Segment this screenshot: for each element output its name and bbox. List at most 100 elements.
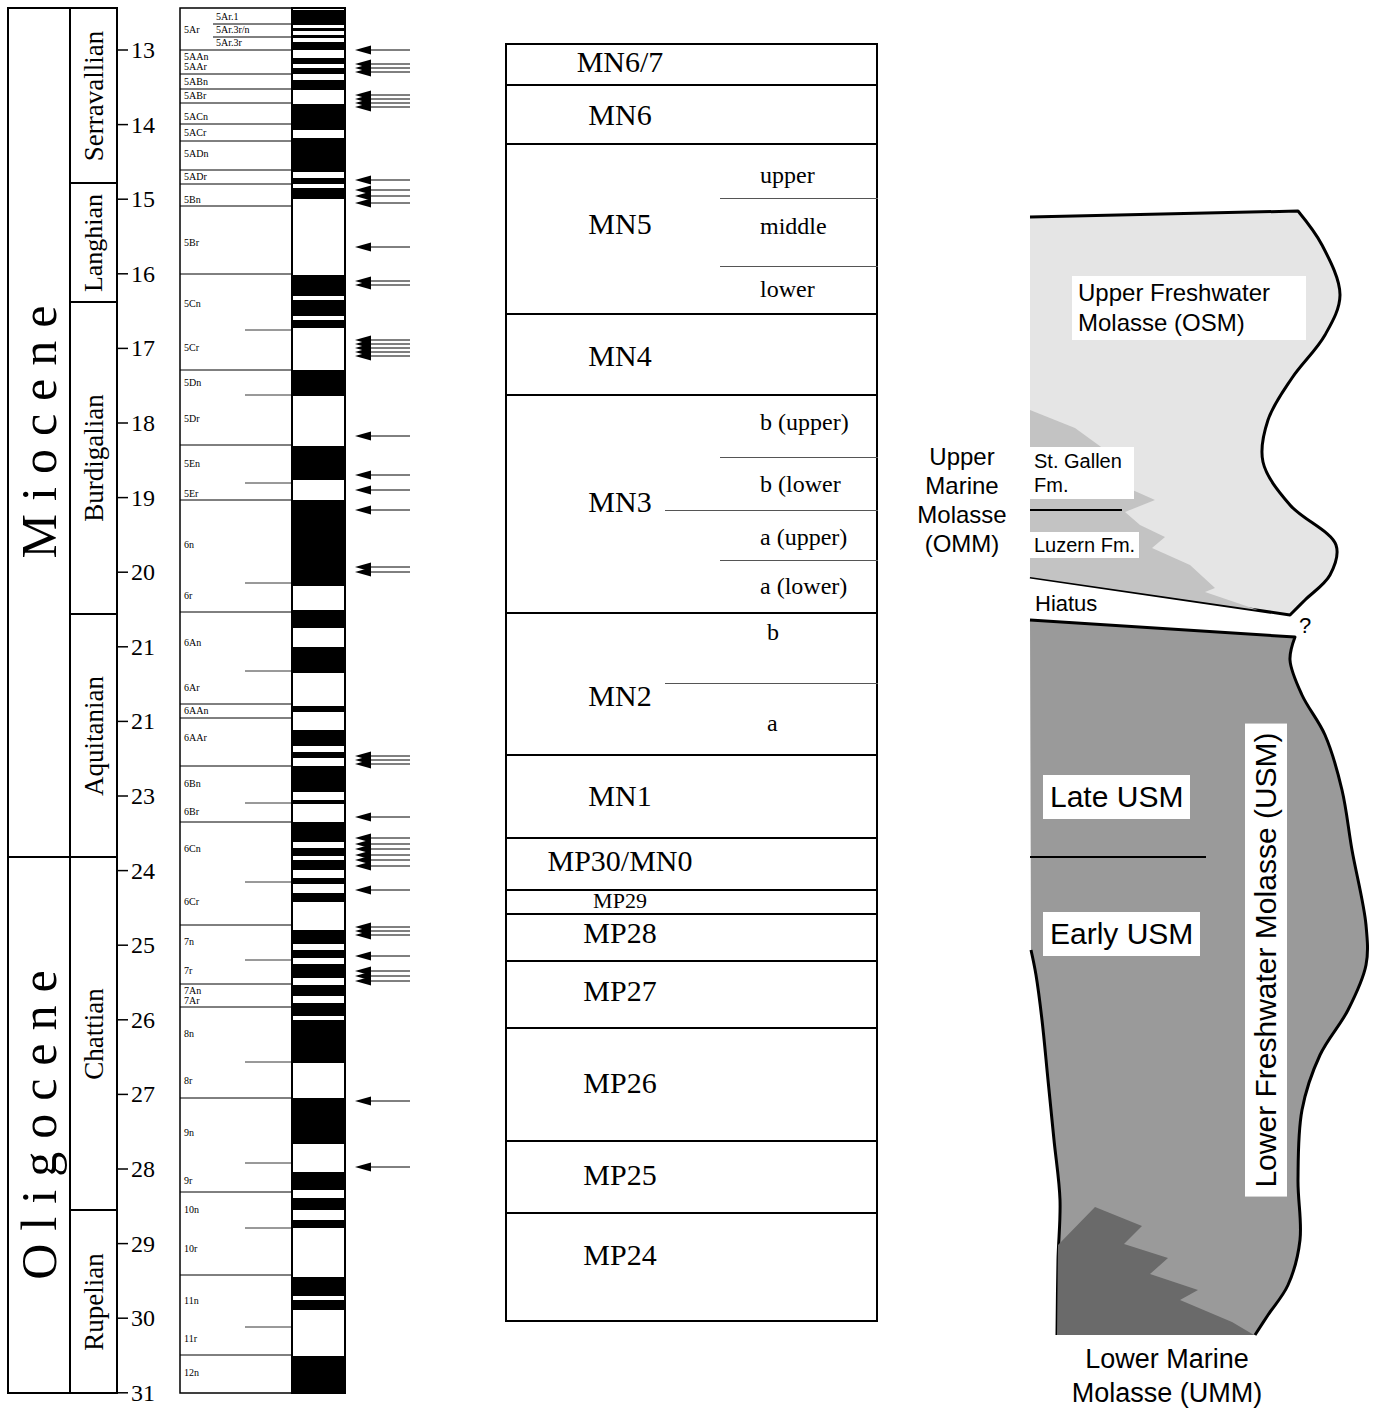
arrow-head (355, 199, 371, 208)
normal-polarity-band (292, 1003, 345, 1016)
subchron-boundary (245, 960, 292, 961)
age-tick-mark (117, 1094, 128, 1096)
normal-polarity-band (292, 275, 345, 296)
chron-boundary (180, 1007, 292, 1008)
normal-polarity-band (292, 822, 345, 842)
normal-polarity-band (292, 1198, 345, 1210)
arrow-head (355, 506, 371, 515)
chron-boundary (180, 1192, 292, 1193)
formation-label: Late USM (1043, 775, 1190, 819)
chron-label: 5ABn (184, 77, 208, 87)
normal-polarity-band (292, 893, 345, 902)
normal-polarity-band (292, 80, 345, 90)
chron-label: 8n (184, 1029, 194, 1039)
subzone-box: b (upper) (720, 394, 878, 457)
subchron-boundary (245, 330, 292, 331)
chron-boundary (180, 766, 292, 767)
arrow-head (355, 471, 371, 480)
normal-polarity-band (292, 1300, 345, 1310)
age-tick-label: 31 (131, 1378, 155, 1407)
subzone-label: middle (760, 212, 827, 241)
unit-boundary (1030, 856, 1206, 858)
chron-label: 6n (184, 540, 194, 550)
normal-polarity-band (292, 930, 345, 944)
chron-label: 5Bn (184, 195, 201, 205)
chron-label: 5ADr (184, 172, 207, 182)
chron-label: 7An (184, 986, 201, 996)
scale-frame (8, 8, 345, 1393)
chron-label: 10r (184, 1244, 197, 1254)
epoch-frame (8, 8, 117, 1393)
biozone-box: MP30/MN0 (505, 837, 878, 889)
zone-label: MN5 (588, 206, 651, 242)
normal-polarity-band (292, 300, 345, 316)
subchron-boundary (245, 1062, 292, 1063)
chron-label: 5Ar.3r (216, 38, 242, 48)
chron-label: 6AAn (184, 706, 208, 716)
arrow-head (355, 862, 371, 871)
formation-label: Upper Freshwater Molasse (OSM) (1072, 276, 1306, 340)
age-tick-label: 17 (131, 334, 155, 363)
chron-label: 6Ar (184, 683, 200, 693)
chron-label: 5AAr (184, 62, 207, 72)
chron-label: 6r (184, 591, 192, 601)
zone-label: MP26 (583, 1065, 656, 1101)
chron-label: 6Br (184, 807, 199, 817)
arrow-head (355, 281, 371, 290)
chron-label: 5Er (184, 489, 198, 499)
chron-boundary (180, 1355, 292, 1356)
chron-frame (180, 8, 292, 1393)
epoch-label: Miocene (11, 293, 67, 572)
normal-polarity-band (292, 730, 345, 746)
subzone-box: upper (720, 143, 878, 198)
biozone-box: MP29 (505, 889, 878, 913)
normal-polarity-band (292, 370, 345, 396)
chron-boundary (180, 445, 292, 446)
stage-label: Chattian (77, 988, 109, 1079)
formation-region: Lower Marine Molasse (UMM) (1050, 1200, 1290, 1412)
stage-boundary (70, 1209, 117, 1211)
normal-polarity-band (292, 35, 345, 38)
subchron-boundary (245, 1327, 292, 1328)
age-tick-label: 21 (131, 632, 155, 661)
zone-label: MP29 (593, 888, 647, 914)
formation-label: Luzern Fm. (1030, 532, 1139, 558)
arrow-head (355, 486, 371, 495)
formation-region: Late USMEarly USMLower Freshwater Molass… (1025, 612, 1373, 1340)
subzone-label: lower (760, 275, 815, 304)
stage-label: Rupelian (77, 1253, 109, 1350)
region-outline (1030, 620, 1368, 1335)
chron-label: 11n (184, 1296, 199, 1306)
chron-boundary (180, 370, 292, 371)
age-tick-mark (117, 348, 128, 350)
age-tick-label: 24 (131, 856, 155, 885)
normal-polarity-band (292, 500, 345, 586)
normal-polarity-band (292, 766, 345, 792)
stage-boundary (70, 182, 117, 184)
normal-polarity-band (292, 752, 345, 758)
subchron-boundary (245, 583, 292, 584)
age-tick-mark (117, 124, 128, 126)
chron-boundary (180, 274, 292, 275)
arrow-head (355, 568, 371, 577)
zone-label: MP28 (583, 915, 656, 951)
arrow-head (355, 68, 371, 77)
subzone-box: a (upper) (665, 510, 878, 560)
chron-label: 5Br (184, 238, 199, 248)
zone-label: MN1 (588, 778, 651, 814)
region-fill (1057, 1207, 1254, 1335)
normal-polarity-band (292, 1277, 345, 1296)
normal-polarity-band (292, 848, 345, 856)
age-tick-label: 15 (131, 185, 155, 214)
chron-label: 5Cn (184, 299, 201, 309)
chron-label: 6Cr (184, 897, 199, 907)
formation-boundary (1030, 509, 1122, 511)
epoch-label: Oligocene (11, 957, 67, 1292)
zone-label: MP27 (583, 973, 656, 1009)
age-tick-mark (117, 1019, 128, 1021)
polarity-frame (292, 8, 345, 1393)
normal-polarity-band (292, 68, 345, 74)
age-tick-label: 13 (131, 36, 155, 65)
chron-boundary (180, 141, 292, 142)
subzone-label: a (upper) (760, 523, 847, 552)
